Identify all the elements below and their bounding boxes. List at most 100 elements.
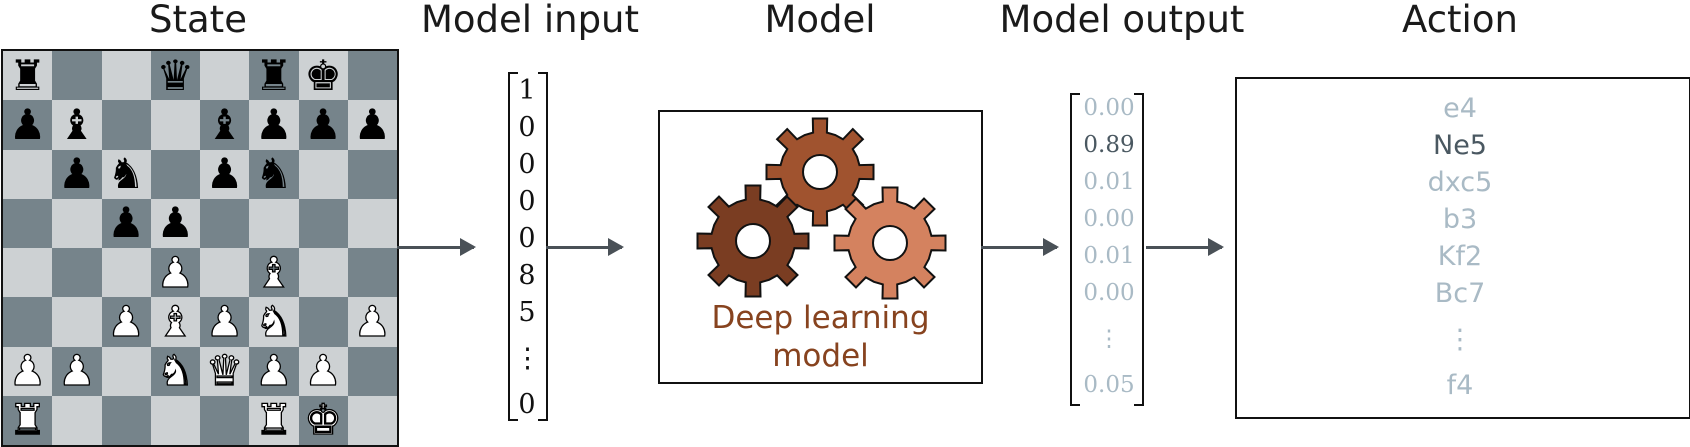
board-square: ♛ [150,51,200,101]
output-bracket-right [1134,93,1144,406]
action-item: dxc5 [1427,167,1493,198]
board-square [347,198,397,248]
output-value: 0.05 [1083,372,1135,398]
chess-piece: ♝ [254,247,293,297]
chess-piece: ♟ [107,296,146,346]
input-value: 0 [518,112,536,143]
chess-piece: ♞ [107,149,145,199]
output-value: 0.01 [1083,169,1135,195]
board-square [200,395,250,445]
board-square: ♟ [101,296,151,347]
chess-piece: ♟ [8,346,47,396]
board-square [298,198,348,248]
board-square [200,198,250,248]
board-square [347,395,397,445]
chess-piece: ♚ [304,395,343,445]
board-square [52,395,102,445]
board-square: ♟ [200,297,250,347]
input-value: 8 [518,260,536,291]
action-item: Ne5 [1433,130,1487,161]
chess-piece: ♟ [156,247,195,297]
board-square: ♟ [347,100,397,150]
board-square [52,51,102,101]
chess-piece: ♟ [304,99,342,149]
board-square: ♟ [249,346,299,396]
chess-piece: ♝ [58,99,96,149]
board-square [101,346,151,396]
board-square: ♟ [347,297,397,347]
board-square [200,248,250,298]
chess-piece: ♞ [254,296,293,346]
arrow-model-to-output [981,238,1059,256]
input-value: 5 [518,297,536,328]
board-square: ♟ [249,99,299,150]
board-square [249,198,299,248]
board-square: ♞ [150,346,200,396]
board-square [52,198,102,248]
action-item: b3 [1442,204,1478,235]
chess-piece: ♟ [107,198,145,248]
board-square: ♝ [52,99,102,150]
board-square [3,297,53,347]
board-square [101,51,151,101]
board-square [52,248,102,298]
arrow-output-to-action [1146,238,1224,256]
board-square: ♝ [200,99,250,150]
board-square [298,297,348,347]
output-value: 0.00 [1083,206,1135,232]
output-bracket-left [1070,93,1080,406]
board-square [150,149,200,199]
chess-piece: ♟ [304,346,343,396]
board-square [150,100,200,150]
header-model: Model [764,0,876,41]
chess-piece: ♝ [205,99,244,149]
board-square: ♟ [3,346,53,396]
chess-piece: ♜ [255,50,293,100]
gear-icon [696,184,810,298]
chess-piece: ♟ [255,99,293,149]
gear-icon [765,117,875,227]
chess-piece: ♟ [254,346,293,396]
board-square: ♝ [150,297,200,347]
board-square [298,149,348,199]
input-value: 1 [518,75,536,106]
board-square [3,149,53,199]
action-item: ⋮ [1446,324,1474,355]
chess-piece: ♟ [57,346,96,396]
output-value: 0.00 [1083,95,1135,121]
board-square: ♟ [298,99,348,150]
board-square [52,297,102,347]
chess-board: ♜♛♜♚♟♝♝♟♟♟♟♞♟♞♟♟♟♝♟♝♟♞♟♟♟♞♛♟♟♜♜♚ [1,49,399,447]
board-square: ♞ [249,149,299,199]
board-square: ♟ [3,100,53,150]
chess-piece: ♟ [205,149,244,199]
board-square: ♝ [249,247,299,298]
action-item: Bc7 [1434,278,1486,309]
board-square [347,248,397,298]
board-square: ♟ [150,247,200,298]
model-label-line1: Deep learning [711,300,930,336]
model-label-line2: model [772,338,869,374]
board-square: ♚ [298,50,348,101]
board-square [200,51,250,101]
header-action: Action [1402,0,1518,41]
action-item: Kf2 [1437,241,1483,272]
output-value: 0.01 [1083,243,1135,269]
input-bracket-left [508,72,518,421]
model-box: Deep learning model [658,110,983,384]
output-value: 0.89 [1083,132,1135,158]
header-state: State [149,0,247,41]
board-square: ♜ [3,395,53,445]
chess-piece: ♜ [254,395,293,445]
board-square: ♜ [249,50,299,101]
input-value: 0 [518,186,536,217]
input-value: ⋮ [514,343,541,374]
board-square: ♜ [3,51,53,101]
board-square: ♟ [150,198,200,248]
chess-piece: ♚ [304,50,342,100]
board-square: ♟ [101,198,151,248]
board-square: ♟ [52,346,102,396]
board-square: ♟ [298,346,348,396]
